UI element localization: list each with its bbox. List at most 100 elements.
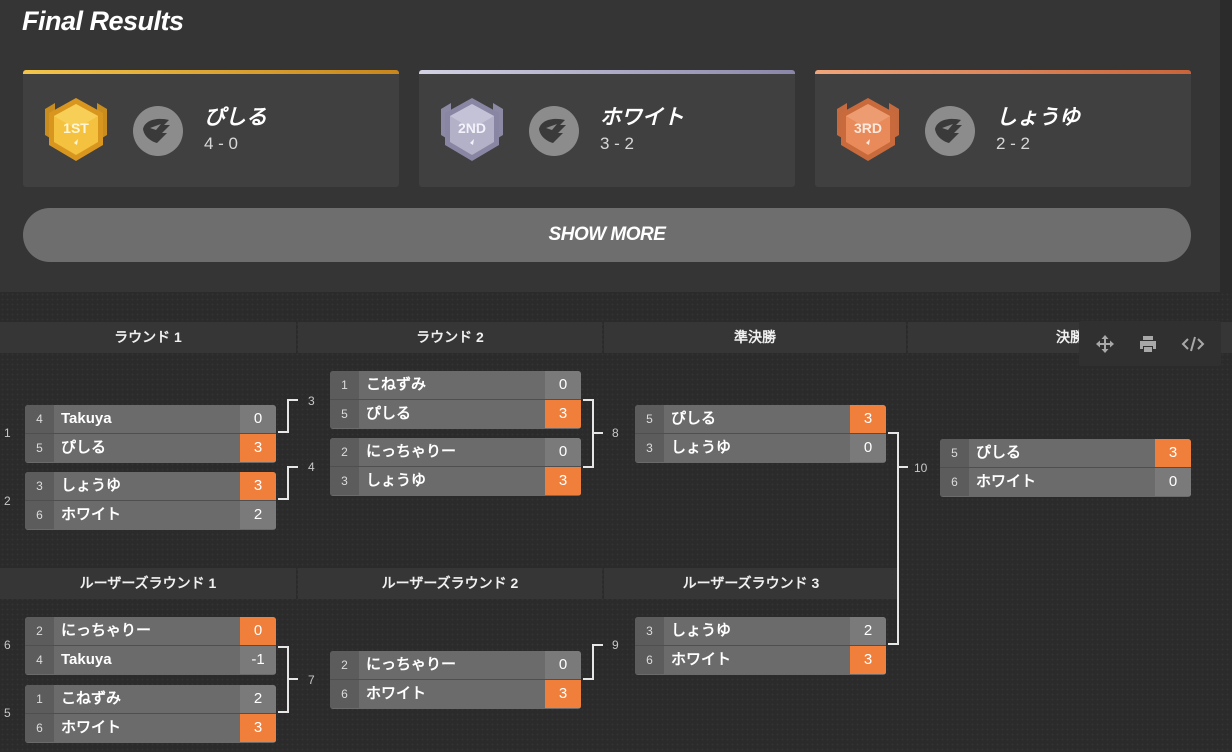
tournament-bracket[interactable]: ラウンド 1 ラウンド 2 準決勝 決勝 ルーザーズラウンド 1 ルーザーズラウ…	[0, 292, 1232, 752]
match-slot-bottom[interactable]: 6 ホワイト 2	[25, 501, 276, 529]
match-slot-bottom[interactable]: 3 しょうゆ 3	[330, 467, 581, 495]
match-number: 8	[612, 426, 619, 440]
match-card[interactable]: 4 Takuya 0 5 ぴしる 3	[25, 405, 276, 463]
divider	[25, 713, 276, 714]
team-logo	[925, 106, 975, 156]
score: 3	[545, 680, 581, 708]
match-number: 9	[612, 638, 619, 652]
player-name: ぴしる	[61, 439, 107, 456]
match-slot-top[interactable]: 5 ぴしる 3	[635, 405, 886, 433]
match-slot-top[interactable]: 2 にっちゃりー 0	[25, 617, 276, 645]
move-button[interactable]	[1091, 330, 1119, 358]
score: 2	[240, 685, 276, 713]
match-card[interactable]: 5 ぴしる 3 3 しょうゆ 0	[635, 405, 886, 463]
team-logo-icon	[143, 118, 170, 143]
score: 3	[240, 714, 276, 742]
match-card[interactable]: 2 にっちゃりー 0 4 Takuya -1	[25, 617, 276, 675]
seed: 6	[940, 468, 969, 496]
svg-text:1ST: 1ST	[63, 120, 89, 136]
embed-code-button[interactable]	[1179, 330, 1207, 358]
divider	[635, 645, 886, 646]
match-slot-bottom[interactable]: 5 ぴしる 3	[25, 434, 276, 462]
connector-line	[583, 399, 603, 434]
podium-card-third[interactable]: 3RD しょうゆ 2 - 2	[815, 70, 1191, 187]
svg-text:2ND: 2ND	[458, 120, 486, 136]
bronze-medal-icon: 3RD	[837, 98, 899, 161]
seed: 2	[25, 617, 54, 645]
match-slot-top[interactable]: 3 しょうゆ 3	[25, 472, 276, 500]
match-slot-bottom[interactable]: 6 ホワイト 0	[940, 468, 1191, 496]
divider	[330, 399, 581, 400]
match-slot-top[interactable]: 5 ぴしる 3	[940, 439, 1191, 467]
score: 3	[545, 467, 581, 495]
match-slot-top[interactable]: 4 Takuya 0	[25, 405, 276, 433]
bronze-accent-bar	[815, 70, 1191, 74]
match-card[interactable]: 2 にっちゃりー 0 6 ホワイト 3	[330, 651, 581, 709]
connector-line	[278, 679, 289, 713]
player-name: ホワイト	[976, 473, 1037, 490]
score: 3	[240, 472, 276, 500]
team-logo-icon	[539, 118, 566, 143]
divider	[940, 467, 1191, 468]
score: 3	[850, 405, 886, 433]
score: 0	[545, 371, 581, 399]
show-more-button[interactable]: SHOW MORE	[23, 208, 1191, 262]
seed: 5	[635, 405, 664, 433]
connector-line	[278, 646, 298, 680]
match-slot-bottom[interactable]: 4 Takuya -1	[25, 646, 276, 674]
match-slot-bottom[interactable]: 3 しょうゆ 0	[635, 434, 886, 462]
player-name: にっちゃりー	[366, 443, 457, 460]
silver-medal-icon: 2ND	[441, 98, 503, 161]
divider	[330, 466, 581, 467]
divider	[25, 433, 276, 434]
round-header: ルーザーズラウンド 1	[0, 568, 296, 599]
podium-card-second[interactable]: 2ND ホワイト 3 - 2	[419, 70, 795, 187]
player-name: ぴしる	[366, 405, 412, 422]
match-slot-bottom[interactable]: 5 ぴしる 3	[330, 400, 581, 428]
team-logo-icon	[935, 118, 962, 143]
match-card[interactable]: 1 こねずみ 2 6 ホワイト 3	[25, 685, 276, 743]
score: -1	[240, 646, 276, 674]
player-name: ホワイト	[61, 719, 122, 736]
player-name: ホワイト	[366, 685, 427, 702]
podium-card-first[interactable]: 1ST ぴしる 4 - 0	[23, 70, 399, 187]
code-icon	[1181, 336, 1205, 352]
match-number: 10	[914, 461, 928, 475]
seed: 6	[25, 714, 54, 742]
score: 3	[545, 400, 581, 428]
match-slot-top[interactable]: 1 こねずみ 0	[330, 371, 581, 399]
print-button[interactable]	[1134, 330, 1162, 358]
match-card[interactable]: 2 にっちゃりー 0 3 しょうゆ 3	[330, 438, 581, 496]
player-name: ぴしる	[671, 410, 717, 427]
podium-record: 3 - 2	[600, 134, 635, 153]
score: 2	[850, 617, 886, 645]
seed: 4	[25, 405, 54, 433]
final-results-panel: Final Results 1ST ぴしる 4 - 0	[0, 0, 1220, 292]
match-card[interactable]: 3 しょうゆ 3 6 ホワイト 2	[25, 472, 276, 530]
team-logo	[529, 106, 579, 156]
score: 3	[850, 646, 886, 674]
player-name: しょうゆ	[61, 477, 122, 494]
player-name: こねずみ	[366, 376, 427, 393]
match-slot-top[interactable]: 2 にっちゃりー 0	[330, 438, 581, 466]
player-name: しょうゆ	[671, 439, 732, 456]
match-slot-top[interactable]: 1 こねずみ 2	[25, 685, 276, 713]
score: 0	[545, 651, 581, 679]
match-card[interactable]: 1 こねずみ 0 5 ぴしる 3	[330, 371, 581, 429]
match-slot-bottom[interactable]: 6 ホワイト 3	[330, 680, 581, 708]
seed: 6	[330, 680, 359, 708]
match-card[interactable]: 5 ぴしる 3 6 ホワイト 0	[940, 439, 1191, 497]
match-slot-bottom[interactable]: 6 ホワイト 3	[25, 714, 276, 742]
connector-line	[583, 644, 603, 680]
match-slot-top[interactable]: 3 しょうゆ 2	[635, 617, 886, 645]
podium-record: 2 - 2	[996, 134, 1031, 153]
match-slot-top[interactable]: 2 にっちゃりー 0	[330, 651, 581, 679]
seed: 6	[25, 501, 54, 529]
round-header: ルーザーズラウンド 3	[604, 568, 898, 599]
player-name: しょうゆ	[366, 472, 427, 489]
match-slot-bottom[interactable]: 6 ホワイト 3	[635, 646, 886, 674]
divider	[25, 500, 276, 501]
connector-line	[583, 433, 594, 468]
divider	[330, 679, 581, 680]
match-card[interactable]: 3 しょうゆ 2 6 ホワイト 3	[635, 617, 886, 675]
